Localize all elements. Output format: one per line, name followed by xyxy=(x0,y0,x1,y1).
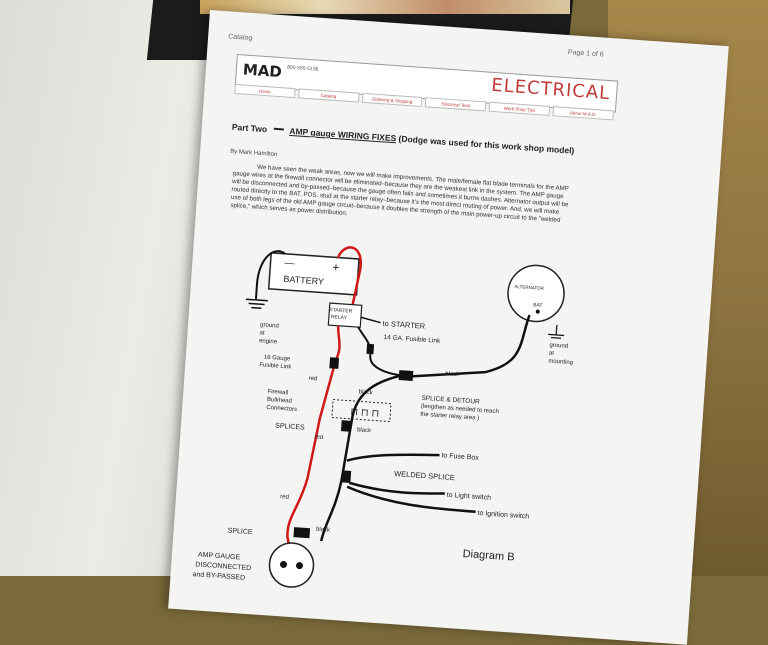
red-label-1: red xyxy=(308,376,317,383)
to-fuse-box: to Fuse Box xyxy=(441,452,479,462)
fusible-14-block xyxy=(366,343,375,355)
ground-symbol-alternator xyxy=(548,324,565,339)
splice-detour-2: (lengthen as needed to reach xyxy=(421,404,499,415)
black-label-1: black xyxy=(445,371,460,378)
amp-gauge-terminal-left xyxy=(280,560,288,568)
black-label-4: black xyxy=(316,527,331,534)
firewall-3: Connectors xyxy=(266,405,297,413)
battery-minus: — xyxy=(284,258,295,270)
welded-splice-block xyxy=(341,470,352,483)
splice-block-1 xyxy=(340,420,351,432)
starter-relay-box xyxy=(327,302,363,328)
starter-relay-2: RELAY xyxy=(331,314,348,321)
printed-page: Catalog Page 1 of 6 MAD 800-555-5138 ELE… xyxy=(168,10,729,645)
amp-gauge-terminal-right xyxy=(295,562,303,570)
alternator-label: ALTERNATOR xyxy=(514,284,545,291)
amp-gauge-circle xyxy=(268,542,315,588)
welded-splice-label: WELDED SPLICE xyxy=(394,469,455,482)
alternator-output-wire xyxy=(406,314,531,378)
splices-label: SPLICES xyxy=(275,423,305,432)
starter-relay-1: STARTER xyxy=(329,307,353,315)
splice-label: SPLICE xyxy=(227,528,253,537)
red-main-wire xyxy=(286,325,341,546)
red-label-2: red xyxy=(314,434,323,441)
to-starter-arrow xyxy=(360,316,381,324)
firewall-2: Bulkhead xyxy=(267,397,292,405)
battery-plus: + xyxy=(332,260,340,274)
splice-detour-block xyxy=(398,370,414,382)
bat-label: BAT xyxy=(533,302,543,309)
amp-gauge-3: and BY-PASSED xyxy=(192,571,245,582)
ground-engine-2: at xyxy=(259,330,265,336)
to-ignition-switch: to Ignition switch xyxy=(477,510,529,521)
to-starter-label: to STARTER xyxy=(382,319,426,331)
alternator-terminal xyxy=(535,309,540,314)
fusible-14-wire xyxy=(357,326,400,377)
amp-gauge-2: DISCONNECTED xyxy=(195,561,251,572)
battery-label: BATTERY xyxy=(283,274,324,287)
to-light-switch: to Light switch xyxy=(446,492,491,502)
fusible-16-1: 16 Gauge xyxy=(264,355,291,363)
fuse-box-wire xyxy=(346,453,440,462)
black-label-3: black xyxy=(357,427,372,434)
firewall-pins: ⊓ ⊓ ⊓ xyxy=(350,407,380,420)
diagram-b-label: Diagram B xyxy=(462,548,515,564)
bottom-splice-block xyxy=(293,527,311,539)
ground-symbol-engine xyxy=(245,298,268,310)
fusible-14-label: 14 GA. Fusible Link xyxy=(383,334,441,345)
wiring-diagram: BATTERY — + ground at engine STARTER REL… xyxy=(192,246,573,588)
magazine-strip xyxy=(200,0,570,14)
battery-ground-wire xyxy=(254,250,286,299)
amp-gauge-1: AMP GAUGE xyxy=(198,551,241,561)
firewall-1: Firewall xyxy=(267,389,288,396)
firewall-connector xyxy=(331,399,392,423)
fusible-16-block xyxy=(329,357,340,369)
ground-mounting-3: mounting xyxy=(548,358,573,366)
black-main-wire xyxy=(319,374,400,542)
red-label-3: red xyxy=(280,494,289,501)
splice-detour-3: the starter relay area ) xyxy=(420,412,479,422)
light-switch-wire xyxy=(349,481,445,495)
ground-engine-1: ground xyxy=(260,322,279,329)
black-label-2: black xyxy=(358,389,373,396)
ground-mounting-1: ground xyxy=(549,343,568,350)
battery-box xyxy=(267,252,360,296)
alternator-circle xyxy=(507,264,565,323)
battery-positive-wire xyxy=(336,246,362,311)
splice-detour-1: SPLICE & DETOUR xyxy=(421,395,480,406)
ignition-wire xyxy=(346,485,476,513)
ground-mounting-2: at xyxy=(549,350,555,356)
ground-engine-3: engine xyxy=(259,338,278,345)
fusible-16-2: Fusible Link xyxy=(259,362,292,370)
